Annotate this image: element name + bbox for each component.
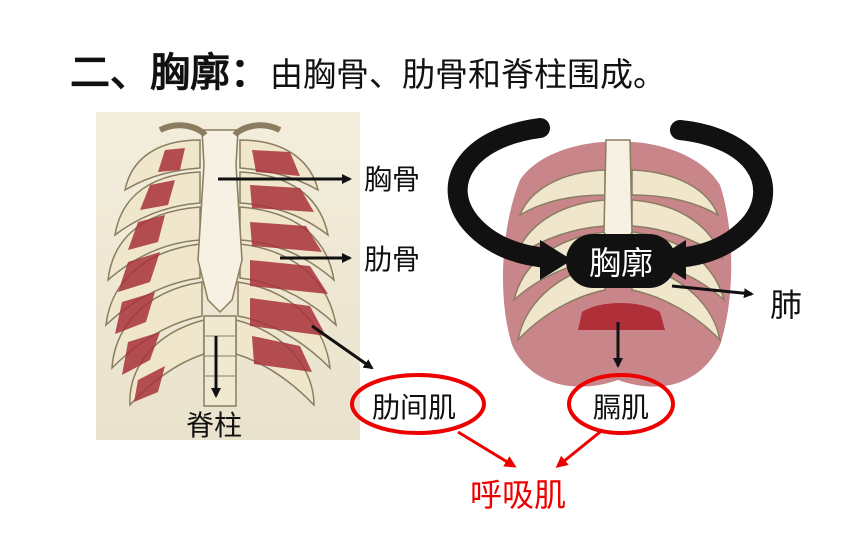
label-diaphragm: 膈肌 [593, 391, 650, 424]
label-intercostal-muscle: 肋间肌 [372, 391, 457, 424]
title-colon: ： [230, 50, 270, 96]
page-title: 二、胸廓 ： 由胸骨、肋骨和脊柱围成。 [70, 40, 666, 100]
label-spine: 脊柱 [186, 409, 243, 442]
label-sternum: 胸骨 [364, 163, 421, 196]
section-heading: 二、胸廓 [70, 50, 230, 96]
label-lung: 肺 [770, 286, 803, 324]
label-ribs: 肋骨 [364, 243, 421, 276]
label-thorax: 胸廓 [566, 234, 676, 288]
title-description: 由胸骨、肋骨和脊柱围成。 [270, 55, 666, 94]
red-arrows [457, 430, 601, 468]
red-ovals [350, 373, 675, 435]
rib-cage-front-illustration [96, 112, 360, 440]
label-respiratory-muscles: 呼吸肌 [470, 476, 567, 514]
pointer-arrows [211, 174, 754, 398]
